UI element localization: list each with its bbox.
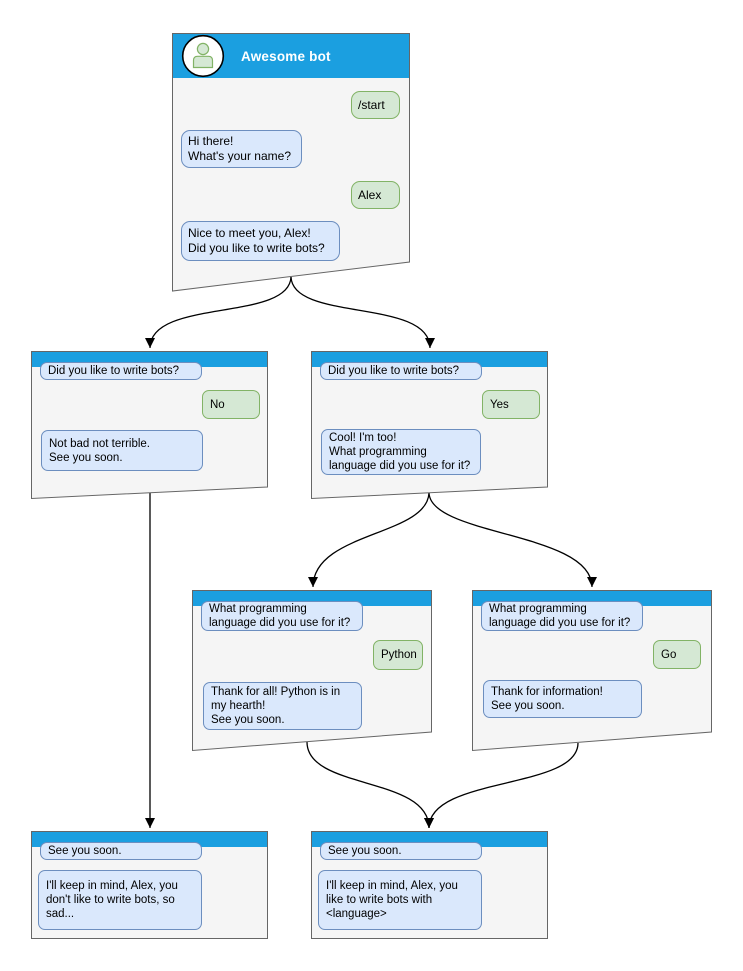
user-message-bubble: Yes [482,390,540,419]
chat-window-no-branch: Did you like to write bots? No Not bad n… [31,351,268,500]
bot-message-bubble: Not bad not terrible. See you soon. [41,430,203,471]
chat-window-awesome-bot: Awesome bot /start Hi there! What's your… [172,33,410,292]
arrow-go-to-end [424,742,579,829]
arrow-python-to-end [306,741,434,829]
chat-window-python-branch: What programming language did you use fo… [192,590,432,752]
bot-message-bubble: What programming language did you use fo… [201,601,363,631]
bot-message-bubble: Hi there! What's your name? [181,130,302,168]
window-header: Awesome bot [173,34,409,78]
chat-window-yes-branch: Did you like to write bots? Yes Cool! I'… [311,351,548,500]
user-message-bubble: /start [351,91,400,119]
chat-window-end-yes: See you soon. I'll keep in mind, Alex, y… [311,831,548,939]
user-message-bubble: Alex [351,181,400,209]
user-message-bubble: No [202,390,260,419]
chat-window-end-no: See you soon. I'll keep in mind, Alex, y… [31,831,268,939]
bot-message-bubble: What programming language did you use fo… [481,601,643,631]
bot-message-bubble: I'll keep in mind, Alex, you like to wri… [318,870,482,930]
bot-message-bubble: See you soon. [40,842,202,860]
person-icon [181,34,225,78]
bot-message-bubble: Cool! I'm too! What programming language… [321,429,481,475]
arrow-root-to-no [145,276,292,349]
user-message-bubble: Python [373,640,423,670]
bot-message-bubble: Nice to meet you, Alex! Did you like to … [181,221,340,261]
bot-message-bubble: See you soon. [320,842,482,860]
arrow-yes-to-python [308,492,430,588]
bot-message-bubble: I'll keep in mind, Alex, you don't like … [38,870,202,930]
bot-message-bubble: Did you like to write bots? [40,362,202,380]
bot-message-bubble: Thank for information! See you soon. [483,680,642,718]
arrow-root-to-yes [290,276,435,349]
user-message-bubble: Go [653,640,701,669]
window-title: Awesome bot [241,48,331,64]
bot-message-bubble: Thank for all! Python is in my hearth! S… [203,682,362,730]
arrow-yes-to-go [428,492,597,588]
chat-window-go-branch: What programming language did you use fo… [472,590,712,752]
bot-message-bubble: Did you like to write bots? [320,362,482,380]
